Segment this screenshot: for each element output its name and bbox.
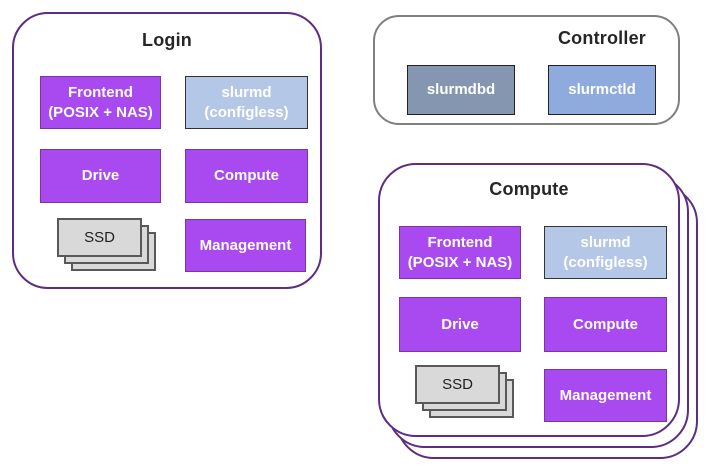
compute-frontend-node: Frontend (POSIX + NAS)	[399, 226, 521, 279]
login-slurmd-configless-node: slurmd (configless)	[185, 76, 308, 129]
compute-ssd-node: SSD	[415, 365, 500, 404]
login-compute-node: Compute	[185, 149, 308, 203]
login-ssd-node: SSD	[57, 218, 142, 257]
login-ssd-stack: SSD	[57, 218, 156, 271]
compute-group: Compute Frontend (POSIX + NAS) slurmd (c…	[378, 163, 680, 437]
compute-group-title: Compute	[489, 179, 569, 199]
login-group-title: Login	[142, 30, 192, 50]
controller-slurmctld-node: slurmctld	[548, 65, 656, 115]
login-frontend-node: Frontend (POSIX + NAS)	[40, 76, 161, 129]
compute-ssd-stack: SSD	[415, 365, 516, 418]
compute-management-node: Management	[544, 369, 667, 422]
compute-drive-node: Drive	[399, 297, 521, 352]
controller-slurmdbd-node: slurmdbd	[407, 65, 515, 115]
login-group: Login Frontend (POSIX + NAS) slurmd (con…	[12, 12, 322, 289]
login-management-node: Management	[185, 219, 306, 272]
compute-compute-node: Compute	[544, 297, 667, 352]
compute-slurmd-configless-node: slurmd (configless)	[544, 226, 667, 279]
controller-group-title: Controller	[557, 28, 646, 48]
login-drive-node: Drive	[40, 149, 161, 203]
controller-group: Controller slurmdbd slurmctld	[373, 15, 680, 125]
